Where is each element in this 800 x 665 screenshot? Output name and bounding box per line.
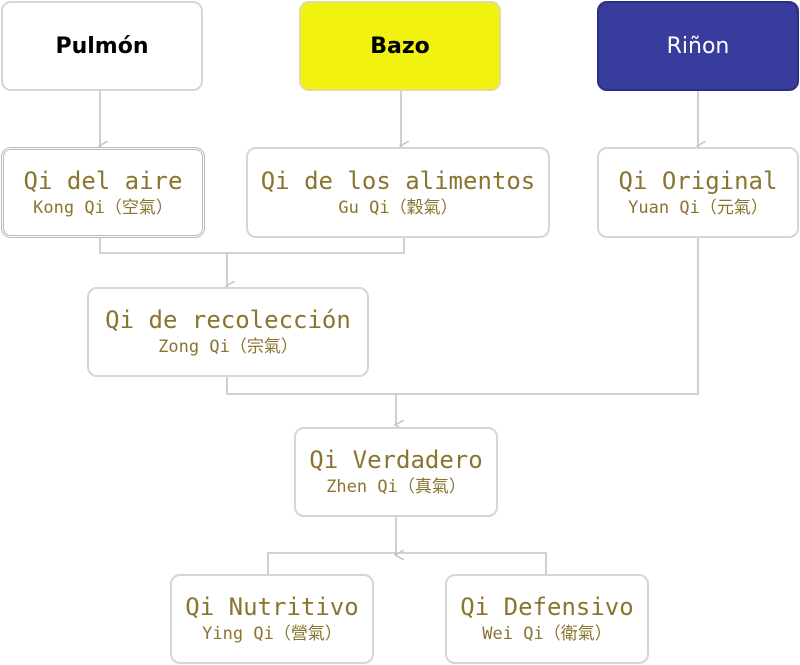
organ-bazo-box: Bazo <box>299 1 501 91</box>
node-gu-qi-subtitle: Gu Qi（穀氣） <box>338 197 458 218</box>
node-zhen-qi-title: Qi Verdadero <box>309 446 483 474</box>
node-ying-qi-title: Qi Nutritivo <box>185 593 359 621</box>
organ-pulmon-box: Pulmón <box>1 1 203 91</box>
node-wei-qi-title: Qi Defensivo <box>460 593 634 621</box>
node-ying-qi: Qi Nutritivo Ying Qi（營氣） <box>170 574 374 664</box>
connector-kong-gu-merge <box>99 238 405 254</box>
connector-split-ying-wei <box>267 552 547 574</box>
node-zong-qi-title: Qi de recolección <box>105 306 351 334</box>
node-kong-qi: Qi del aire Kong Qi（空氣） <box>1 147 205 238</box>
node-wei-qi-subtitle: Wei Qi（衛氣） <box>482 624 612 644</box>
organ-bazo-label: Bazo <box>370 33 430 59</box>
node-kong-qi-title: Qi del aire <box>23 166 183 195</box>
node-gu-qi-title: Qi de los alimentos <box>260 166 536 195</box>
node-ying-qi-subtitle: Ying Qi（營氣） <box>202 624 342 644</box>
node-yuan-qi-subtitle: Yuan Qi（元氣） <box>628 197 768 218</box>
node-zhen-qi: Qi Verdadero Zhen Qi（真氣） <box>294 427 498 517</box>
node-gu-qi: Qi de los alimentos Gu Qi（穀氣） <box>246 147 550 238</box>
node-wei-qi: Qi Defensivo Wei Qi（衛氣） <box>445 574 649 664</box>
organ-rinon-box: Riñon <box>597 1 799 91</box>
node-kong-qi-subtitle: Kong Qi（空氣） <box>33 197 173 218</box>
node-zhen-qi-subtitle: Zhen Qi（真氣） <box>326 477 466 497</box>
node-zong-qi-subtitle: Zong Qi（宗氣） <box>158 337 298 357</box>
organ-pulmon-label: Pulmón <box>55 33 149 59</box>
node-zong-qi: Qi de recolección Zong Qi（宗氣） <box>87 287 369 377</box>
node-yuan-qi-title: Qi Original <box>618 166 778 195</box>
node-yuan-qi: Qi Original Yuan Qi（元氣） <box>597 147 799 238</box>
connector-zong-yuan-merge <box>226 238 699 395</box>
organ-rinon-label: Riñon <box>666 33 730 59</box>
